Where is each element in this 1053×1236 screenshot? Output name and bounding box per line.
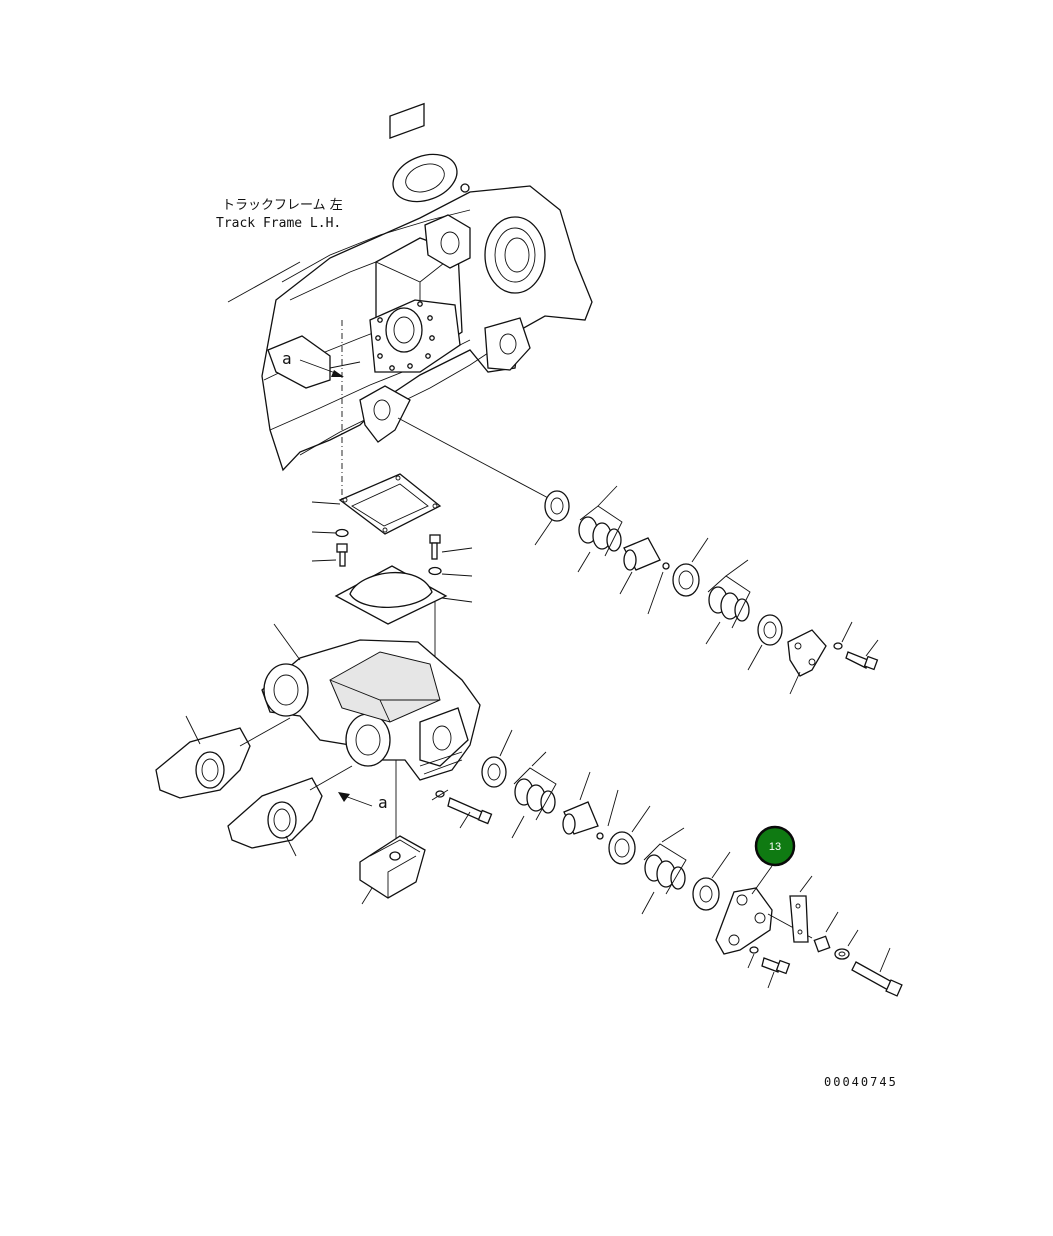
view-marker-lower: a [378, 793, 388, 812]
part-badge-13[interactable]: 13 [754, 825, 796, 867]
upper-sleeve [672, 537, 709, 597]
pad-cover-upper [311, 473, 442, 535]
part-badge-13-number: 13 [769, 841, 781, 853]
lower-bushing-pair [511, 751, 557, 839]
track-frame-label-jp: トラックフレーム 左 [222, 198, 343, 213]
drawing-number: 00040745 [824, 1075, 898, 1089]
upper-bolt [845, 639, 879, 671]
bolt-left [311, 543, 348, 567]
link-plate-right [227, 765, 353, 857]
lower-shim-plate [789, 875, 813, 943]
lower-bushing-pair-2 [641, 827, 687, 915]
equalizer-bar [261, 623, 481, 781]
track-frame-assembly [261, 102, 593, 472]
view-marker-upper: a [282, 349, 292, 368]
upper-end-ring [747, 614, 783, 671]
upper-seal-ring [534, 490, 570, 546]
washer-right [428, 566, 473, 577]
upper-bushing-pair-2 [705, 559, 751, 645]
bolt-right [429, 534, 473, 560]
lower-long-bolt [851, 947, 903, 997]
lower-spacer [813, 911, 839, 953]
lower-seal-ring [481, 729, 513, 788]
pad-dome-lower [334, 565, 473, 625]
track-frame-label-en: Track Frame L.H. [216, 216, 341, 231]
guard-block [359, 760, 426, 905]
lower-pin [562, 771, 619, 840]
view-arrow-upper: a [267, 335, 361, 389]
upper-pivot-axis [397, 417, 553, 501]
upper-washer [833, 621, 853, 650]
lower-side-bolt [447, 797, 493, 829]
washer-left [311, 528, 349, 538]
upper-lock-plate [787, 629, 827, 695]
upper-bushing-pair [577, 485, 623, 573]
lower-sleeve [608, 805, 651, 865]
view-arrow-lower: a [338, 792, 388, 812]
track-frame-leader [227, 261, 301, 303]
link-plate-left [155, 715, 291, 799]
lower-short-bolt [761, 957, 791, 989]
upper-pin [619, 537, 670, 615]
lower-side-washer [431, 789, 449, 801]
lower-small-washer [747, 946, 759, 969]
lower-end-ring [692, 851, 731, 911]
lower-nut [834, 929, 859, 960]
